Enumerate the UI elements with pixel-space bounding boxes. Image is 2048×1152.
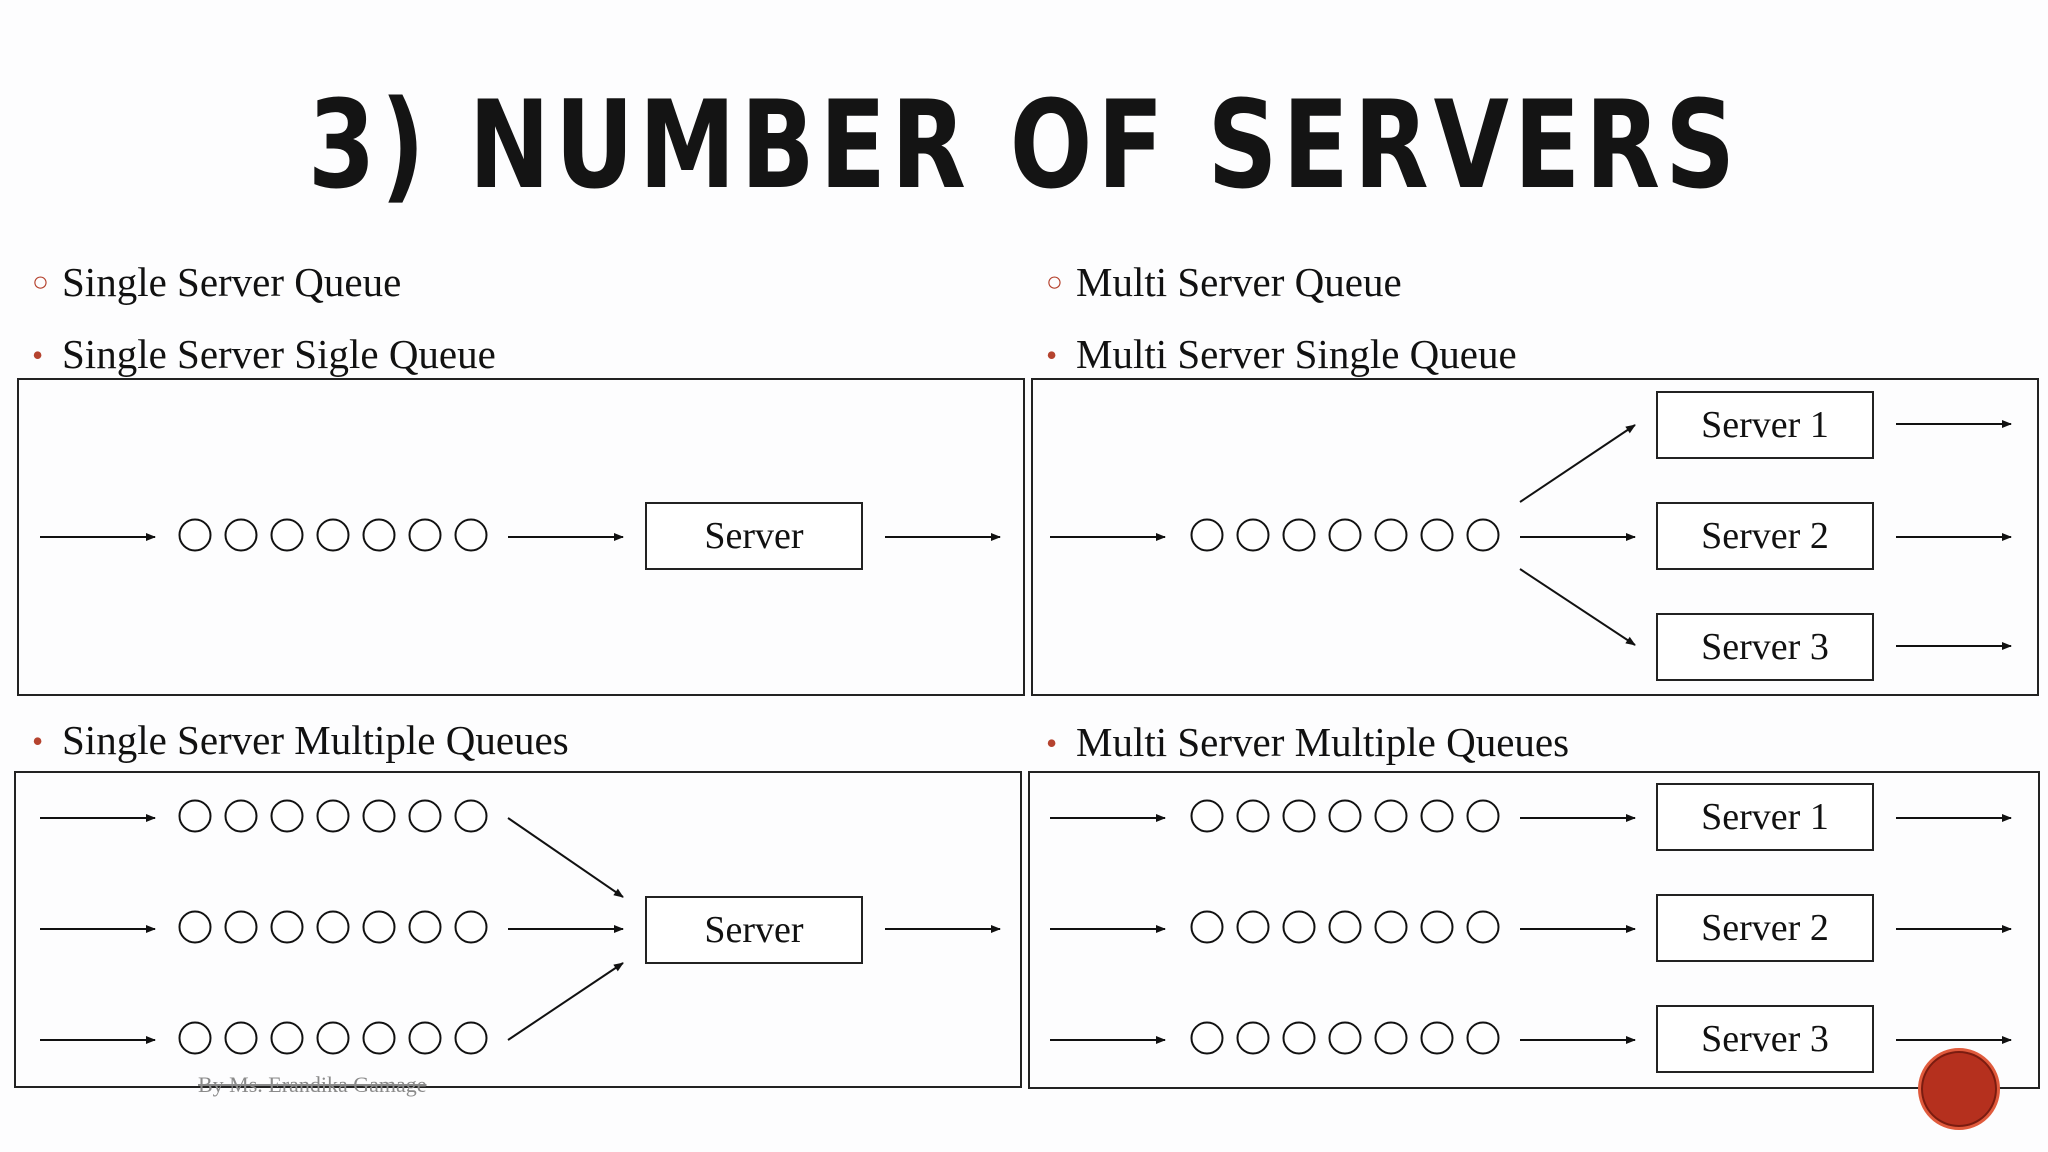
queue-customer bbox=[178, 910, 212, 944]
server-1-box: Server 1 bbox=[1656, 783, 1874, 851]
queue-customer bbox=[1236, 518, 1270, 552]
left-sub2: • Single Server Multiple Queues bbox=[32, 720, 569, 761]
server-1-box: Server 1 bbox=[1656, 391, 1874, 459]
queue-customer bbox=[362, 910, 396, 944]
left-sub1-text: Single Server Sigle Queue bbox=[62, 331, 496, 377]
queue-customer bbox=[224, 518, 258, 552]
queue-customer bbox=[454, 1021, 488, 1055]
queue-customer bbox=[1374, 518, 1408, 552]
server-3-box: Server 3 bbox=[1656, 1005, 1874, 1073]
queue-customer bbox=[1420, 910, 1454, 944]
queue-customer bbox=[1190, 910, 1224, 944]
server-1-label: Server 1 bbox=[1701, 404, 1829, 446]
server-2-label: Server 2 bbox=[1701, 515, 1829, 557]
queue-customer bbox=[1466, 910, 1500, 944]
flow-arrow bbox=[507, 817, 624, 898]
queue-customer bbox=[454, 518, 488, 552]
server-label: Server bbox=[704, 909, 804, 951]
queue-customer bbox=[408, 799, 442, 833]
queue-customer bbox=[1190, 799, 1224, 833]
queue-customer bbox=[408, 518, 442, 552]
server-3-label: Server 3 bbox=[1701, 1018, 1829, 1060]
left-heading: ○ Single Server Queue bbox=[32, 262, 401, 303]
queue-customer bbox=[1420, 518, 1454, 552]
queue-customer bbox=[270, 518, 304, 552]
queue-customer bbox=[178, 518, 212, 552]
server-3-label: Server 3 bbox=[1701, 626, 1829, 668]
queue-customer bbox=[362, 799, 396, 833]
queue-customer bbox=[224, 1021, 258, 1055]
queue-customer bbox=[1236, 799, 1270, 833]
server-2-box: Server 2 bbox=[1656, 502, 1874, 570]
server-2-box: Server 2 bbox=[1656, 894, 1874, 962]
queue-customer bbox=[1190, 1021, 1224, 1055]
queue-customer bbox=[1466, 799, 1500, 833]
queue-customer bbox=[270, 1021, 304, 1055]
queue-customer bbox=[1236, 910, 1270, 944]
queue-customer bbox=[454, 799, 488, 833]
queue-customer bbox=[178, 1021, 212, 1055]
circle-bullet-icon: ○ bbox=[1046, 266, 1063, 298]
dot-bullet-icon: • bbox=[32, 722, 44, 759]
queue-customer bbox=[1328, 799, 1362, 833]
server-1-label: Server 1 bbox=[1701, 796, 1829, 838]
queue-customer bbox=[1236, 1021, 1270, 1055]
server-box: Server bbox=[645, 896, 863, 964]
queue-customer bbox=[1466, 1021, 1500, 1055]
flow-arrow bbox=[507, 962, 624, 1041]
left-heading-text: Single Server Queue bbox=[62, 259, 402, 305]
queue-customer bbox=[1328, 1021, 1362, 1055]
server-label: Server bbox=[704, 515, 804, 557]
queue-customer bbox=[224, 910, 258, 944]
queue-customer bbox=[362, 518, 396, 552]
dot-bullet-icon: • bbox=[32, 336, 44, 373]
left-sub2-text: Single Server Multiple Queues bbox=[62, 717, 569, 763]
queue-customer bbox=[316, 518, 350, 552]
queue-customer bbox=[1282, 518, 1316, 552]
slide-title: 3) NUMBER OF SERVERS bbox=[307, 75, 1741, 216]
dot-bullet-icon: • bbox=[1046, 336, 1058, 373]
queue-customer bbox=[1420, 799, 1454, 833]
queue-customer bbox=[270, 910, 304, 944]
queue-customer bbox=[270, 799, 304, 833]
queue-customer bbox=[408, 910, 442, 944]
server-box: Server bbox=[645, 502, 863, 570]
flow-arrow bbox=[1519, 568, 1636, 646]
right-sub2-text: Multi Server Multiple Queues bbox=[1076, 719, 1570, 765]
queue-customer bbox=[316, 910, 350, 944]
queue-customer bbox=[1328, 518, 1362, 552]
queue-customer bbox=[408, 1021, 442, 1055]
dot-bullet-icon: • bbox=[1046, 724, 1058, 761]
circle-bullet-icon: ○ bbox=[32, 266, 49, 298]
left-sub1: • Single Server Sigle Queue bbox=[32, 334, 496, 375]
right-sub2: • Multi Server Multiple Queues bbox=[1046, 722, 1569, 763]
queue-customer bbox=[1420, 1021, 1454, 1055]
queue-customer bbox=[224, 799, 258, 833]
queue-customer bbox=[1466, 518, 1500, 552]
queue-customer bbox=[362, 1021, 396, 1055]
right-sub1: • Multi Server Single Queue bbox=[1046, 334, 1517, 375]
queue-customer bbox=[1190, 518, 1224, 552]
queue-customer bbox=[316, 799, 350, 833]
server-3-box: Server 3 bbox=[1656, 613, 1874, 681]
right-heading-text: Multi Server Queue bbox=[1076, 259, 1402, 305]
right-heading: ○ Multi Server Queue bbox=[1046, 262, 1402, 303]
queue-customer bbox=[1282, 1021, 1316, 1055]
queue-customer bbox=[1374, 799, 1408, 833]
footer-credit: By Ms. Erandika Gamage bbox=[198, 1072, 427, 1097]
queue-customer bbox=[1374, 910, 1408, 944]
queue-customer bbox=[1282, 910, 1316, 944]
flow-arrow bbox=[1519, 424, 1636, 503]
server-2-label: Server 2 bbox=[1701, 907, 1829, 949]
queue-customer bbox=[178, 799, 212, 833]
slide-nav-badge[interactable] bbox=[1918, 1048, 2000, 1130]
queue-customer bbox=[1374, 1021, 1408, 1055]
queue-customer bbox=[1328, 910, 1362, 944]
queue-customer bbox=[316, 1021, 350, 1055]
queue-customer bbox=[454, 910, 488, 944]
right-sub1-text: Multi Server Single Queue bbox=[1076, 331, 1517, 377]
queue-customer bbox=[1282, 799, 1316, 833]
